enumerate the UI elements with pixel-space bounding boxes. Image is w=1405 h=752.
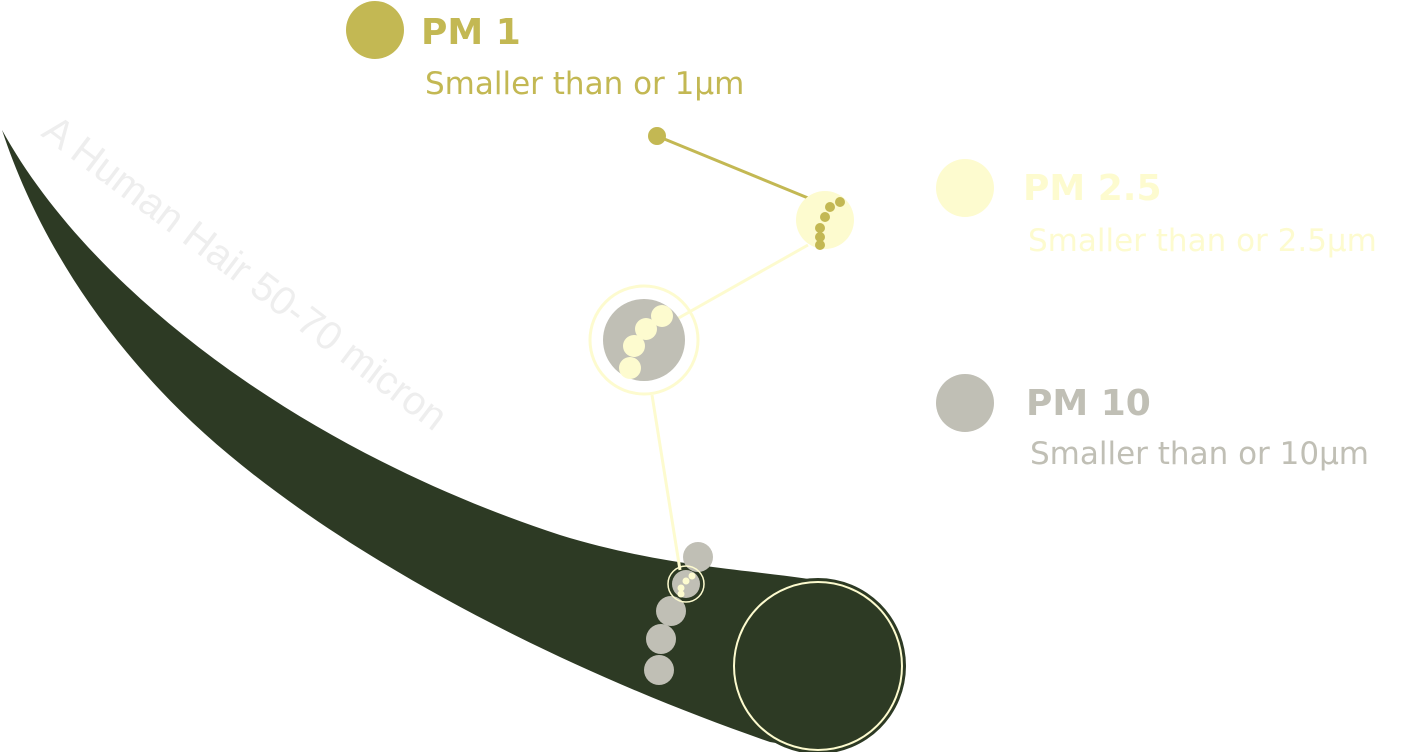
pm10-zoom-ring <box>588 284 700 396</box>
hair-cross-section <box>730 578 906 752</box>
pm1-particles <box>815 197 845 250</box>
pm1-connector <box>656 134 831 209</box>
pm10-subtitle: Smaller than or 10μm <box>1030 436 1369 472</box>
legend-pm25: PM 2.5 Smaller than or 2.5μm <box>936 159 1377 259</box>
pm25-particles-tiny <box>677 572 696 598</box>
pm25-subtitle: Smaller than or 2.5μm <box>1028 223 1377 259</box>
pm1-dot <box>648 127 666 145</box>
legend-pm10: PM 10 Smaller than or 10μm <box>936 374 1369 472</box>
pm25-particles <box>619 305 673 379</box>
hair-strand <box>2 130 840 752</box>
pm1-swatch <box>346 1 404 59</box>
hair-cross-section-outline <box>733 581 903 751</box>
pm10-connector <box>650 394 682 571</box>
pm10-swatch <box>936 374 994 432</box>
pm10-highlight-ring <box>667 565 705 603</box>
pm25-connector <box>667 243 809 326</box>
pm10-title: PM 10 <box>1026 383 1151 424</box>
legend-pm1: PM 1 Smaller than or 1μm <box>346 1 744 102</box>
pm1-title: PM 1 <box>421 12 521 53</box>
pm10-zoom-disc <box>603 299 685 381</box>
pm1-subtitle: Smaller than or 1μm <box>425 66 744 102</box>
pm25-swatch <box>936 159 994 217</box>
pm25-title: PM 2.5 <box>1023 168 1162 209</box>
